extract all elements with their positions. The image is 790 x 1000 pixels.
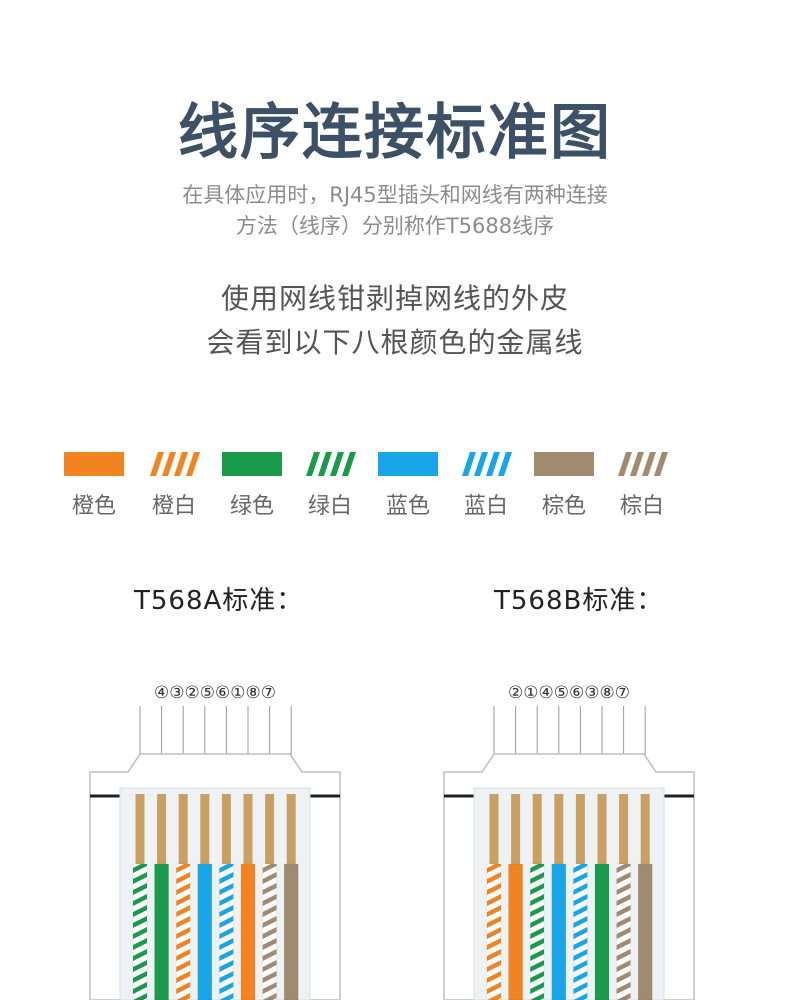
swatch-color — [64, 452, 124, 476]
subtitle-line-2: 方法（线序）分别称作T5688线序 — [235, 214, 555, 238]
wire-solid — [508, 864, 523, 1000]
t568b-diagram: ②①④⑤⑥③⑧⑦ — [443, 683, 695, 1000]
wire-solid — [154, 864, 169, 1000]
swatch-label: 蓝白 — [463, 494, 508, 519]
wire-4 — [551, 794, 567, 1000]
swatch-color — [534, 452, 594, 476]
wire-solid — [595, 864, 609, 1000]
t568a-diagram: ④③②⑤⑥①⑧⑦ — [89, 683, 341, 1000]
swatch-5: 蓝色 — [378, 452, 438, 520]
swatch-color — [306, 452, 356, 476]
contact-pin — [243, 794, 253, 866]
swatch-4: 绿白 — [300, 452, 360, 520]
wire-7 — [616, 794, 632, 1000]
swatch-label: 橙色 — [71, 494, 116, 519]
swatch-color — [462, 452, 512, 476]
swatch-6: 蓝白 — [456, 452, 516, 520]
pin-order-label: ④③②⑤⑥①⑧⑦ — [154, 683, 276, 703]
contact-pin — [532, 794, 542, 866]
swatch-label: 蓝色 — [385, 494, 430, 519]
intro-line-1: 使用网线钳剥掉网线的外皮 — [220, 282, 569, 315]
swatch-label: 橙白 — [151, 494, 196, 519]
wire-3 — [175, 794, 191, 1000]
wire-1 — [132, 794, 148, 1000]
wire-5 — [218, 794, 234, 1000]
swatch-1: 橙色 — [64, 452, 124, 520]
swatch-label: 棕色 — [541, 494, 586, 519]
contact-pin — [511, 794, 521, 866]
wire-solid — [241, 864, 255, 1000]
swatch-color — [222, 452, 282, 476]
swatch-2: 橙白 — [144, 452, 204, 520]
swatch-label: 绿色 — [229, 494, 274, 519]
color-legend: 橙色 橙白 绿色 绿白 蓝色 蓝白 棕色 棕白 — [64, 452, 744, 522]
wire-8 — [637, 794, 653, 1000]
intro-line-2: 会看到以下八根颜色的金属线 — [206, 326, 584, 359]
swatch-label: 棕白 — [619, 494, 664, 519]
contact-pin — [221, 794, 231, 866]
contact-pin — [157, 794, 167, 866]
wire-4 — [197, 794, 213, 1000]
swatch-7: 棕色 — [534, 452, 594, 520]
contact-pin — [200, 794, 210, 866]
contact-pin — [286, 794, 296, 866]
contact-pin — [619, 794, 629, 866]
contact-pin — [575, 794, 585, 866]
swatch-3: 绿色 — [222, 452, 282, 520]
wire-5 — [572, 794, 588, 1000]
t568a-title: T568A标准： — [134, 586, 304, 616]
contact-pin — [135, 794, 145, 866]
swatch-color — [378, 452, 438, 476]
wire-solid — [284, 864, 299, 1000]
swatch-color — [618, 452, 668, 476]
wire-2 — [508, 794, 524, 1000]
contact-pin — [597, 794, 607, 866]
swatch-label: 绿白 — [307, 494, 352, 519]
wire-2 — [154, 794, 170, 1000]
wire-3 — [529, 794, 545, 1000]
t568b-title: T568B标准： — [494, 586, 664, 616]
contact-pin — [554, 794, 564, 866]
pin-order-label: ②①④⑤⑥③⑧⑦ — [508, 683, 630, 703]
wire-solid — [197, 864, 212, 1000]
subtitle-line-1: 在具体应用时，RJ45型插头和网线有两种连接 — [182, 183, 608, 207]
wire-solid — [638, 864, 653, 1000]
page-title: 线序连接标准图 — [178, 98, 612, 168]
wire-6 — [594, 794, 610, 1000]
contact-pin — [265, 794, 275, 866]
contact-pin — [178, 794, 188, 866]
wire-7 — [262, 794, 278, 1000]
wire-6 — [240, 794, 256, 1000]
wire-8 — [283, 794, 299, 1000]
contact-pin — [640, 794, 650, 866]
swatch-8: 棕白 — [612, 452, 672, 520]
swatch-color — [150, 452, 200, 476]
wire-1 — [486, 794, 502, 1000]
wire-solid — [551, 864, 566, 1000]
contact-pin — [489, 794, 499, 866]
